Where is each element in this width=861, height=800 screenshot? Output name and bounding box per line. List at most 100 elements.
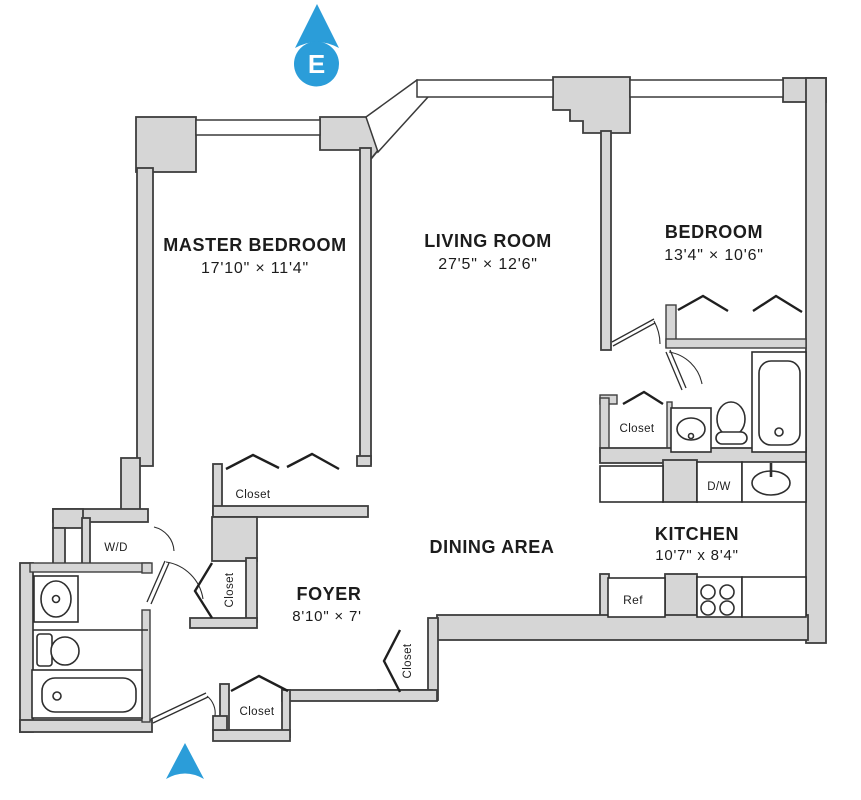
bathtub1-inner [41, 677, 137, 713]
burner-1 [700, 584, 716, 600]
wall-entry-closet-bottom [212, 729, 291, 742]
wall-bedroom-closet-back [665, 338, 807, 349]
wall-bath1-top [29, 562, 151, 573]
fixture-labels: Closet Closet Closet Closet Closet W/D D… [104, 423, 731, 718]
bedroom-door-leaf-2 [612, 322, 656, 347]
compass-direction-label: E [308, 49, 325, 79]
wall-mb-closet-bottom [212, 505, 369, 518]
wall-bath2-closet-left [599, 397, 610, 453]
wall-bath1-right [141, 609, 151, 723]
toilet1-bowl [50, 636, 80, 666]
kitchen-dims: 10'7" x 8'4" [655, 547, 739, 564]
toilet2-base [715, 431, 748, 445]
wall-top-left-block [135, 116, 197, 173]
refrigerator-box [607, 577, 666, 618]
burner-4 [719, 600, 735, 616]
washer-dryer-label: W/D [104, 542, 128, 554]
window-bedroom-top [629, 79, 784, 98]
foyer-label: FOYER [296, 584, 361, 604]
foyer-dims: 8'10" × 7' [292, 608, 362, 625]
walls [19, 76, 827, 742]
bedroom-door-arc [653, 320, 661, 345]
master-bedroom-dims: 17'10" × 11'4" [201, 260, 309, 277]
wall-foyer-chunk [211, 516, 258, 562]
wall-bath1-bottom [19, 719, 153, 733]
hall-door-arc [165, 561, 204, 600]
wall-master-left-jog [120, 457, 141, 517]
kitchen-counter-right [741, 576, 807, 618]
foyer-closet-bifold [193, 562, 214, 619]
vanity1-basin [40, 580, 72, 618]
room-labels: MASTER BEDROOM 17'10" × 11'4" LIVING ROO… [163, 222, 763, 625]
bedroom-closet-bifold-left [677, 294, 729, 313]
window-master-top [195, 119, 321, 136]
vanity2-drain [687, 432, 695, 440]
dining-closet-bifold [382, 629, 402, 693]
wall-right [805, 77, 827, 644]
compass-circle [294, 41, 339, 87]
fixtures [31, 351, 807, 719]
burner-3 [700, 600, 716, 616]
dishwasher-label: D/W [707, 481, 731, 493]
wall-foyer-closet-right [245, 557, 258, 623]
vanity2-basin [676, 417, 706, 441]
wall-bath1-right-jamb [141, 562, 153, 574]
bedroom-label: BEDROOM [665, 222, 763, 242]
dining-area-label: DINING AREA [430, 537, 555, 557]
bedroom-dims: 13'4" × 10'6" [664, 247, 764, 264]
wd-door-arc [153, 526, 175, 552]
wall-foyer-bottom-band [281, 689, 438, 702]
window-living-top [416, 79, 554, 98]
entry-closet-bifold [230, 674, 289, 693]
wall-kitchen-mid-chunk [664, 573, 698, 619]
bedroom-closet-bifold-right [752, 294, 803, 314]
bathtub2-drain [774, 427, 784, 437]
hall-door-leaf [146, 560, 166, 603]
bath2-closet-bifold [622, 390, 664, 406]
wall-foyer-closet-bottom [189, 617, 258, 629]
mb-closet-bifold-right [286, 452, 340, 471]
entry-door-leaf-2 [152, 696, 209, 724]
mb-closet-bifold-left [225, 453, 280, 471]
dishwasher-box [696, 461, 743, 503]
wall-living-bedroom-divider [600, 130, 612, 351]
entry-door-arc [206, 695, 216, 717]
wall-wd-left [81, 517, 91, 569]
bath2-door-arc [668, 351, 703, 385]
entry-closet-label: Closet [240, 706, 275, 718]
wall-bottom [436, 614, 809, 641]
entry-door-leaf [150, 692, 207, 720]
mb-closet-label: Closet [236, 489, 271, 501]
bath2-door-leaf [665, 351, 683, 391]
refrigerator-label: Ref [623, 593, 643, 607]
wall-kitchen-left-chunk [662, 459, 698, 503]
kitchen-counter-left [599, 465, 664, 503]
bath2-closet-label: Closet [620, 423, 655, 435]
bedroom-door-leaf [611, 318, 655, 343]
compass: E [294, 4, 339, 87]
windows [195, 78, 784, 154]
wall-top-column [552, 76, 631, 134]
toilet2-bowl [716, 401, 746, 437]
hall-door-leaf-2 [150, 562, 170, 605]
living-room-label: LIVING ROOM [424, 231, 552, 251]
bathtub2-inner [758, 360, 801, 446]
kitchen-label: KITCHEN [655, 524, 739, 544]
dining-closet-label: Closet [402, 643, 414, 678]
bath2-door-leaf-2 [669, 349, 687, 389]
living-room-dims: 27'5" × 12'6" [438, 256, 538, 273]
doors [146, 294, 803, 724]
foyer-closet-label: Closet [224, 572, 236, 607]
bathtub1-drain [52, 691, 62, 701]
stove-box [696, 576, 743, 618]
wall-master-left [136, 167, 154, 467]
compass-arrow-icon [295, 4, 339, 48]
wall-wd-left-chunk [52, 508, 84, 529]
wall-bath1-left [19, 562, 34, 733]
vanity1-drain [51, 594, 61, 604]
toilet1-tank [36, 633, 53, 667]
entry-arrow-icon [166, 743, 204, 779]
wall-master-right [359, 147, 372, 465]
wall-entry-jamb [212, 715, 228, 731]
